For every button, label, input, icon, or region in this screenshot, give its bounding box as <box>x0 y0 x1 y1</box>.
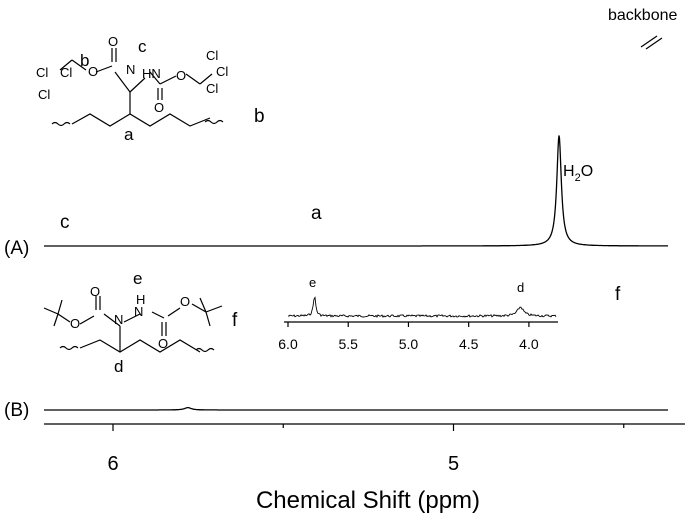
inset-tick-label: 6.0 <box>278 336 298 352</box>
svg-text:O: O <box>176 68 186 83</box>
inset-tick-label: 4.0 <box>519 336 539 352</box>
inset-peak-e-label: e <box>309 275 316 290</box>
svg-text:O: O <box>90 284 100 299</box>
series-a-label: (A) <box>4 238 29 259</box>
svg-text:Cl: Cl <box>206 81 218 96</box>
structure-a: Cl Cl Cl b O O N c HN O O Cl Cl Cl a <box>36 34 228 144</box>
inset-peak-d-label: d <box>517 280 524 295</box>
spectrum-b-line <box>44 406 668 411</box>
svg-text:N: N <box>126 62 135 77</box>
inset-spectrum-line <box>287 296 557 318</box>
inset-tick-label: 5.5 <box>338 336 358 352</box>
svg-text:O: O <box>88 64 98 79</box>
svg-text:Cl: Cl <box>60 65 72 80</box>
backbone-label: backbone <box>608 7 677 24</box>
peak-b-label: b <box>254 106 265 127</box>
structure-b-backbone <box>79 339 201 353</box>
svg-text:b: b <box>80 51 89 70</box>
peak-a-label: a <box>311 203 322 224</box>
svg-text:O: O <box>70 316 80 331</box>
inset-plot: 6.0 5.5 5.0 4.5 4.0 e d <box>278 275 558 352</box>
svg-text:O: O <box>154 100 164 115</box>
svg-text:O: O <box>158 336 168 351</box>
structure-b: O O N e H N O O f d <box>43 269 238 376</box>
svg-text:N: N <box>134 304 143 319</box>
svg-text:Cl: Cl <box>38 87 50 102</box>
inset-tick-label: 4.5 <box>459 336 479 352</box>
svg-text:O: O <box>180 294 190 309</box>
svg-text:Cl: Cl <box>206 48 218 63</box>
svg-text:f: f <box>232 310 238 331</box>
svg-text:H: H <box>136 292 145 307</box>
structure-a-backbone <box>71 113 211 127</box>
x-tick-label: 5 <box>448 453 459 475</box>
svg-text:e: e <box>133 269 142 288</box>
peak-c-label: c <box>60 212 70 233</box>
axis-break-mark <box>640 35 663 50</box>
svg-text:Cl: Cl <box>36 65 48 80</box>
series-b-label: (B) <box>4 400 29 421</box>
svg-text:Cl: Cl <box>216 64 228 79</box>
x-axis-label: Chemical Shift (ppm) <box>256 487 480 514</box>
svg-text:O: O <box>108 34 118 49</box>
svg-text:N: N <box>114 312 123 327</box>
svg-text:d: d <box>114 357 123 376</box>
svg-text:c: c <box>138 37 147 56</box>
x-axis-ticks: 65432 <box>107 424 625 475</box>
inset-tick-label: 5.0 <box>399 336 419 352</box>
svg-text:a: a <box>124 125 134 144</box>
x-tick-label: 6 <box>107 453 118 475</box>
peak-f-label: f <box>615 284 621 305</box>
inset-ticks: 6.0 5.5 5.0 4.5 4.0 <box>278 322 539 352</box>
svg-text:HN: HN <box>142 66 161 81</box>
h2o-label: H2O <box>563 163 593 184</box>
spectrum-a-line <box>44 135 668 247</box>
